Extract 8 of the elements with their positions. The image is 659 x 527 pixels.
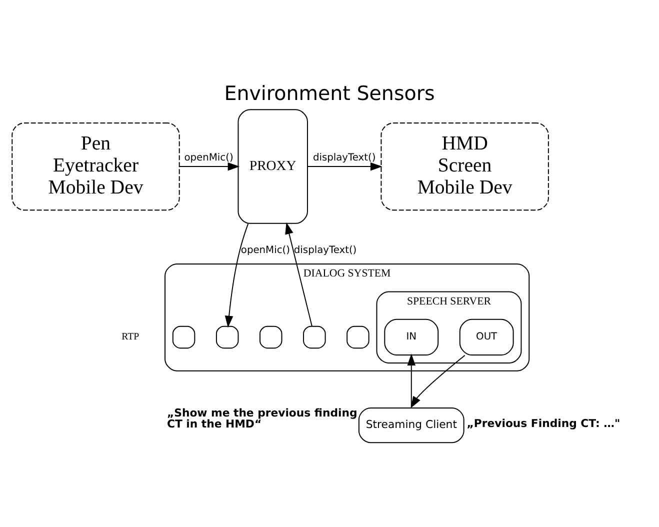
node-label: „Previous Finding CT: …" [466,416,620,430]
edge-label: openMic() [184,152,234,164]
diagram-title: Environment Sensors [224,81,435,104]
label: RTP [122,331,140,342]
edge-label: displayText() [312,152,376,164]
edge-label: displayText() [294,244,357,256]
node-label: „Show me the previous finding CT in the HMD“ [166,406,358,430]
edge-label: openMic() [240,244,290,256]
